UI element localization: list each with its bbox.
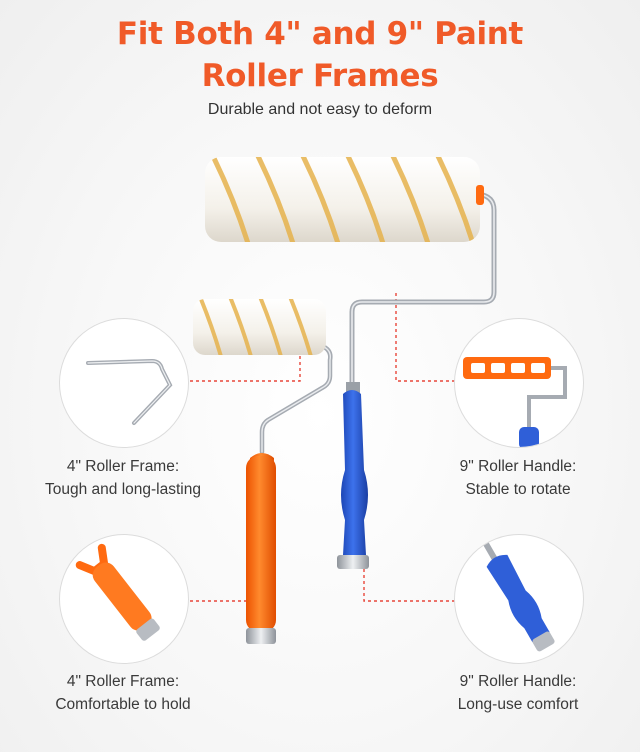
subtitle: Durable and not easy to deform <box>207 101 433 118</box>
caption-orange-handle: 4" Roller Frame: Comfortable to hold <box>13 670 233 716</box>
callout-leaders <box>190 290 455 602</box>
caption-cage-title: 9" Roller Handle: <box>459 458 577 475</box>
title-line-2: Roller Frames <box>201 58 439 94</box>
caption-frame-wire-desc: Tough and long-lasting <box>45 481 201 498</box>
callout-circle-frame-wire <box>59 318 189 448</box>
caption-orange-handle-desc: Comfortable to hold <box>55 696 191 713</box>
big-roller-handle <box>337 382 369 569</box>
small-roller-wire <box>259 343 333 455</box>
caption-blue-handle: 9" Roller Handle: Long-use comfort <box>408 670 628 716</box>
caption-orange-handle-title: 4" Roller Frame: <box>66 673 180 690</box>
caption-blue-handle-title: 9" Roller Handle: <box>459 673 577 690</box>
callout-circle-cage <box>454 318 584 448</box>
title-line-1: Fit Both 4" and 9" Paint <box>116 16 524 52</box>
caption-cage-desc: Stable to rotate <box>465 481 571 498</box>
blue-handle-icon <box>481 539 555 652</box>
small-roller-cover <box>193 299 326 355</box>
caption-frame-wire-title: 4" Roller Frame: <box>66 458 180 475</box>
small-roller-handle <box>246 453 276 644</box>
roller-frame-wire-icon <box>86 358 173 425</box>
callout-circle-orange-handle <box>59 534 189 664</box>
caption-cage: 9" Roller Handle: Stable to rotate <box>408 455 628 501</box>
big-roller-cover <box>205 157 484 242</box>
orange-handle-icon <box>75 543 160 641</box>
caption-frame-wire: 4" Roller Frame: Tough and long-lasting <box>13 455 233 501</box>
callout-circle-blue-handle <box>454 534 584 664</box>
caption-blue-handle-desc: Long-use comfort <box>457 696 579 713</box>
roller-cage-icon <box>463 357 567 447</box>
